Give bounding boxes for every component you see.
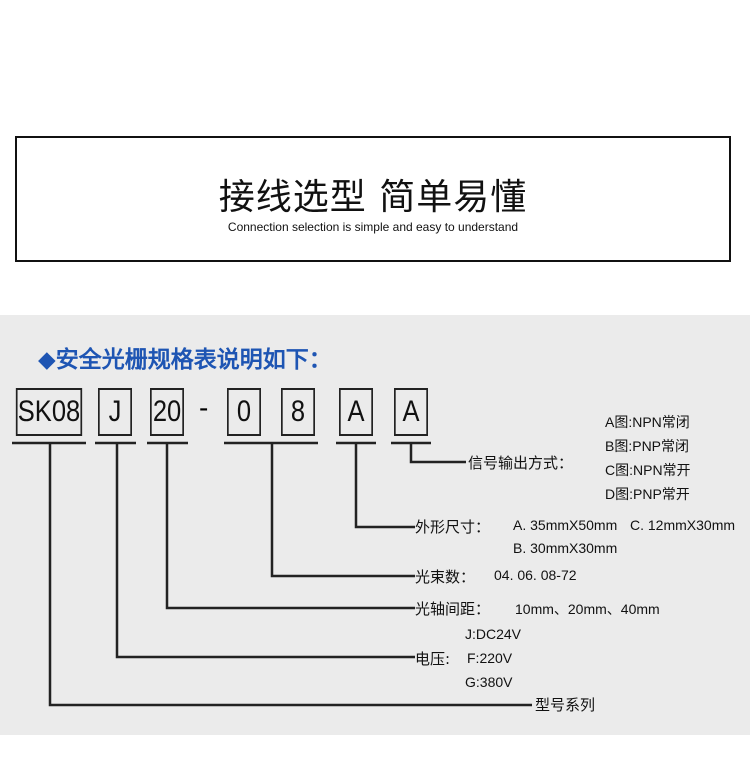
beams-label: 光束数： xyxy=(415,568,476,586)
voltage-label: 电压: xyxy=(415,650,451,668)
banner-subtitle: Connection selection is simple and easy … xyxy=(227,220,519,234)
pitch-value: 10mm、20mm、40mm xyxy=(515,601,660,617)
code-box-pitch: 20 xyxy=(150,388,184,436)
signal-option-b: B图:PNP常闭 xyxy=(605,438,690,454)
voltage-option-f: F:220V xyxy=(467,650,513,666)
size-label: 外形尺寸： xyxy=(415,518,491,536)
beams-value: 04. 06. 08-72 xyxy=(494,567,577,583)
size-option-b: B. 30mmX30mm xyxy=(513,540,618,556)
spec-panel xyxy=(0,315,750,735)
signal-label: 信号输出方式： xyxy=(468,454,574,472)
size-option-c: C. 12mmX30mm xyxy=(630,517,736,533)
voltage-option-g: G:380V xyxy=(465,674,513,690)
spec-heading: ◆安全光栅规格表说明如下： xyxy=(38,347,332,373)
size-option-a: A. 35mmX50mm xyxy=(513,517,618,533)
code-box-voltage: J xyxy=(98,388,132,436)
code-box-beams-2: 8 xyxy=(281,388,315,436)
code-dash: - xyxy=(199,392,209,423)
code-box-series: SK08 xyxy=(15,388,83,436)
signal-option-d: D图:PNP常开 xyxy=(605,486,690,502)
pitch-label: 光轴间距： xyxy=(415,600,491,618)
series-label: 型号系列 xyxy=(535,696,596,714)
signal-option-a: A图:NPN常闭 xyxy=(605,414,690,430)
code-box-signal: A xyxy=(394,388,428,436)
banner: 接线选型 简单易懂 Connection selection is simple… xyxy=(15,136,731,262)
code-box-size: A xyxy=(339,388,373,436)
signal-option-c: C图:NPN常开 xyxy=(605,462,691,478)
code-box-beams-1: 0 xyxy=(227,388,261,436)
banner-title: 接线选型 简单易懂 xyxy=(218,177,528,218)
voltage-option-j: J:DC24V xyxy=(465,626,522,642)
